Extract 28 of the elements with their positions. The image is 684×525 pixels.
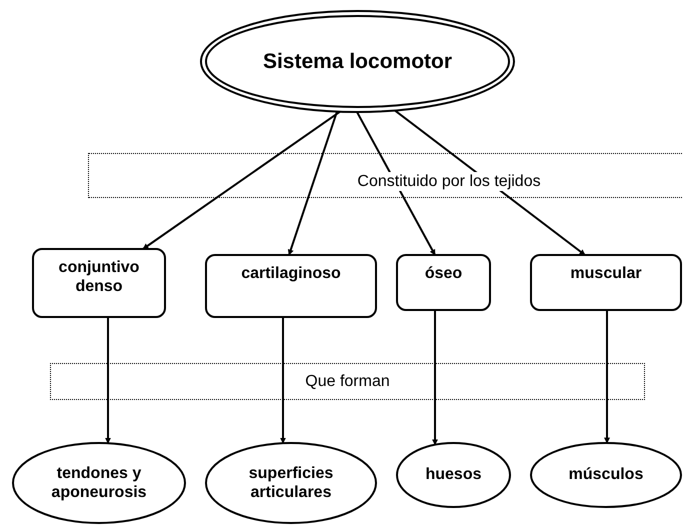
node-label: superficies articulares	[248, 464, 334, 502]
arrow	[432, 310, 438, 446]
arrow	[105, 317, 111, 444]
linking-phrase: Constituido por los tejidos	[355, 172, 543, 191]
concept-box	[205, 254, 377, 318]
concept-ellipse	[12, 442, 186, 524]
node-label: conjuntivo denso	[58, 258, 140, 296]
node-label: huesos	[424, 465, 482, 485]
concept-box	[32, 248, 166, 318]
arrow	[604, 310, 610, 444]
node-label: muscular	[569, 264, 643, 284]
main-concept-ellipse	[200, 10, 515, 113]
arrow	[280, 317, 286, 444]
concept-ellipse	[530, 442, 682, 508]
arrow	[142, 110, 341, 250]
concept-ellipse	[205, 442, 377, 524]
arrow	[394, 110, 586, 256]
concept-box	[530, 254, 682, 311]
node-label: Sistema locomotor	[262, 48, 454, 74]
concept-box	[396, 254, 491, 311]
node-label: tendones y aponeurosis	[50, 464, 148, 502]
node-label: músculos	[568, 465, 644, 485]
arrow	[288, 111, 338, 256]
linking-phrase: Que forman	[303, 372, 392, 391]
concept-ellipse	[396, 442, 511, 508]
arrow	[356, 112, 436, 256]
node-label: óseo	[424, 264, 464, 284]
node-label: cartilaginoso	[240, 264, 342, 284]
